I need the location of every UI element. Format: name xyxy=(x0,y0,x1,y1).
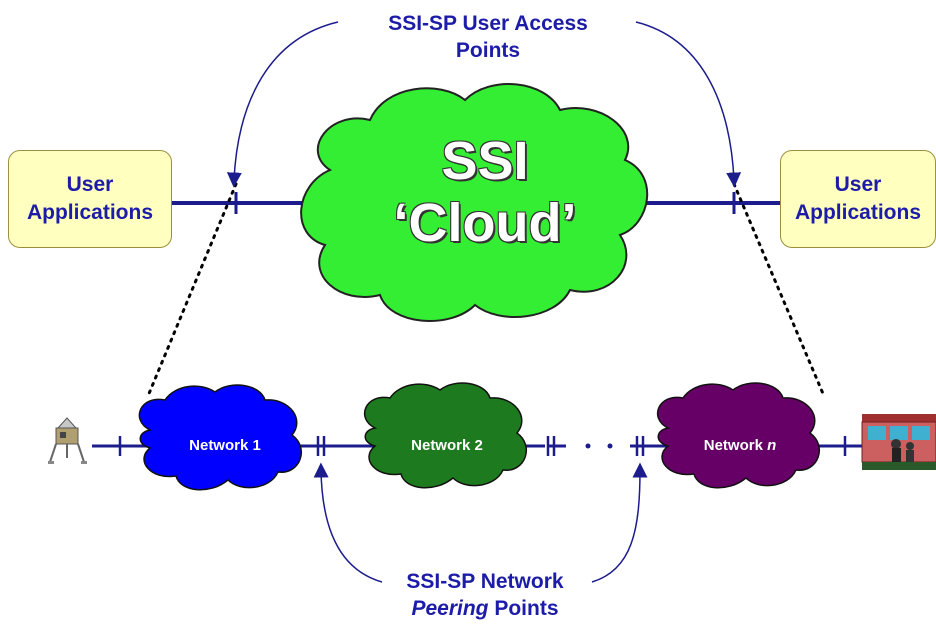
ellipsis-dot xyxy=(585,443,591,449)
network-n-label-italic: n xyxy=(767,437,777,454)
control-room-icon xyxy=(861,414,936,470)
left-access-arrow xyxy=(226,21,339,188)
network-peering-points-label: SSI-SP Network Peering Points xyxy=(340,568,630,622)
network-2-label: Network 2 xyxy=(411,437,483,454)
network-1-label: Network 1 xyxy=(189,437,261,454)
network-n-label-prefix: Network xyxy=(703,437,768,454)
right-projection-dotted-line xyxy=(732,182,826,398)
lunar-lander-icon xyxy=(48,417,87,464)
network-peering-points-label-line1: SSI-SP Network xyxy=(406,570,564,593)
user-applications-right-line2: Applications xyxy=(794,201,921,224)
user-applications-left-line1: User xyxy=(66,173,114,196)
points-word: Points xyxy=(488,597,559,620)
user-applications-right-line1: User xyxy=(834,173,882,196)
network-peering-points-label-line2: Peering Points xyxy=(340,595,630,622)
right-access-arrow xyxy=(635,21,742,188)
network-n-cloud xyxy=(656,382,821,489)
network-n-label: Network n xyxy=(665,437,815,454)
network-2-cloud xyxy=(363,382,528,489)
ssi-cloud-label: SSI ‘Cloud’ xyxy=(370,130,600,254)
ssi-cloud-label-line1: SSI xyxy=(441,131,529,191)
peering-word: Peering xyxy=(411,597,489,620)
ssi-cloud-shape xyxy=(300,83,649,322)
user-applications-left-line2: Applications xyxy=(26,201,153,224)
ellipsis-dot xyxy=(607,443,613,449)
left-peering-arrow xyxy=(313,462,383,583)
right-peering-arrow xyxy=(591,462,648,583)
user-access-points-label: SSI-SP User Access Points xyxy=(318,10,658,64)
network-1-cloud xyxy=(138,384,303,491)
user-access-points-label-line2: Points xyxy=(455,39,521,62)
ssi-cloud-label-line2: ‘Cloud’ xyxy=(393,193,577,253)
left-projection-dotted-line xyxy=(146,182,238,398)
user-applications-right-box: User Applications xyxy=(780,150,936,248)
user-applications-left-box: User Applications xyxy=(8,150,172,248)
user-access-points-label-line1: SSI-SP User Access xyxy=(388,12,588,35)
